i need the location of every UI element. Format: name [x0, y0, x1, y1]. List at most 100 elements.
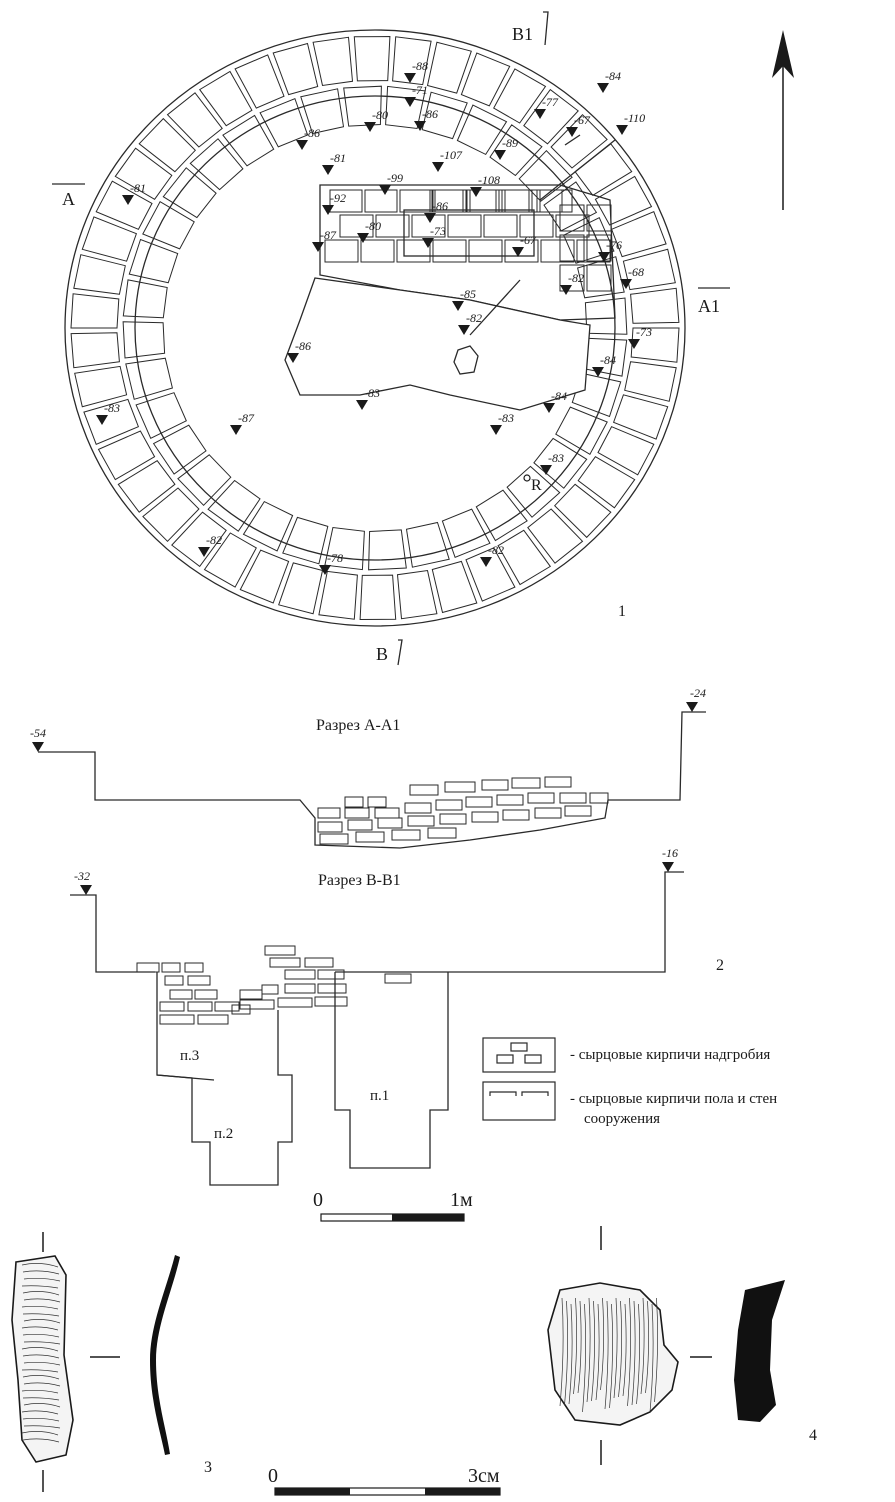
elevation-mark: -86 — [296, 126, 320, 150]
artifact-3-number: 3 — [204, 1459, 212, 1476]
elevation-mark: -82 — [480, 543, 504, 567]
section-label-b1: B1 — [512, 24, 533, 44]
leader-line — [564, 134, 581, 146]
svg-text:-88: -88 — [412, 59, 428, 73]
elevation-mark: -108 — [470, 173, 500, 197]
elevation-mark-bb1-right: -16 — [662, 846, 678, 872]
elevation-mark: -82 — [560, 271, 584, 295]
rock-label: R — [531, 477, 542, 494]
elevation-mark: -67 — [566, 113, 591, 137]
elevation-mark: -92 — [322, 191, 346, 215]
legend-label-floor-bricks-cont: сооружения — [584, 1111, 661, 1127]
svg-text:-83: -83 — [548, 451, 564, 465]
svg-text:-86: -86 — [422, 107, 438, 121]
svg-text:-107: -107 — [440, 148, 463, 162]
elevation-mark: -84 — [597, 69, 621, 93]
tomb-brick-platform — [319, 184, 616, 321]
elevation-mark: -87 — [312, 228, 337, 252]
svg-text:-82: -82 — [206, 533, 222, 547]
svg-text:-85: -85 — [460, 287, 476, 301]
section-a-a1 — [38, 711, 706, 849]
svg-text:-81: -81 — [330, 151, 346, 165]
svg-text:-67: -67 — [520, 233, 537, 247]
svg-text:-83: -83 — [364, 386, 380, 400]
pit-label-3: п.3 — [180, 1048, 199, 1064]
elevation-mark: -81 — [322, 151, 346, 175]
svg-text:-86: -86 — [304, 126, 320, 140]
elevation-mark: -82 — [198, 533, 222, 557]
figure-number-1: 1 — [618, 603, 626, 620]
elevation-mark: -77 — [534, 95, 559, 119]
svg-text:-68: -68 — [628, 265, 644, 279]
artifact-4-number: 4 — [809, 1427, 817, 1444]
elevation-mark: -80 — [364, 108, 388, 132]
section-b-b1-title: Разрез В-В1 — [318, 872, 401, 889]
elevation-mark: -83 — [490, 411, 514, 435]
stone-fragment — [453, 345, 479, 375]
figure-number-2: 2 — [716, 957, 724, 974]
svg-text:-80: -80 — [365, 219, 381, 233]
north-arrow — [772, 30, 794, 210]
elevation-mark: -78 — [319, 551, 343, 575]
scale-1m-start: 0 — [313, 1189, 323, 1211]
svg-text:-87: -87 — [320, 228, 337, 242]
svg-text:-83: -83 — [498, 411, 514, 425]
svg-text:-84: -84 — [600, 353, 616, 367]
svg-text:-67: -67 — [574, 113, 591, 127]
legend-swatch-tomb-bricks — [482, 1037, 556, 1073]
legend-swatch-floor-bricks — [482, 1081, 556, 1121]
artifact-3-profile — [150, 1255, 180, 1455]
elevation-mark: -87 — [230, 411, 255, 435]
svg-text:-82: -82 — [466, 311, 482, 325]
elevation-mark: -83 — [96, 401, 120, 425]
svg-text:-24: -24 — [690, 686, 706, 700]
section-label-a: A — [62, 189, 75, 209]
svg-text:-99: -99 — [387, 171, 403, 185]
elevation-mark: -85 — [452, 287, 476, 311]
section-b-b1 — [70, 871, 684, 1186]
svg-text:-86: -86 — [432, 199, 448, 213]
svg-text:-16: -16 — [662, 846, 678, 860]
section-a-a1-title: Разрез А-А1 — [316, 717, 400, 734]
artifact-4 — [547, 1226, 785, 1465]
svg-text:-92: -92 — [330, 191, 346, 205]
elevation-mark: -86 — [424, 199, 448, 223]
elevation-mark: -84 — [592, 353, 616, 377]
plan-view — [52, 11, 730, 666]
svg-text:-84: -84 — [605, 69, 621, 83]
leader-line — [469, 279, 521, 336]
legend-label-floor-bricks: - сырцовые кирпичи пола и стен — [570, 1091, 778, 1107]
svg-text:-80: -80 — [372, 108, 388, 122]
svg-text:-82: -82 — [488, 543, 504, 557]
elevation-mark-aa1-left: -54 — [30, 726, 46, 752]
artifact-3-front — [11, 1255, 74, 1463]
elevation-mark: -107 — [432, 148, 463, 172]
svg-text:-77: -77 — [542, 95, 559, 109]
elevation-mark-bb1-left: -32 — [74, 869, 92, 895]
elevation-mark: -83 — [356, 386, 380, 410]
legend-label-tomb-bricks: - сырцовые кирпичи надгробия — [570, 1047, 771, 1063]
elevation-mark: -73 — [628, 325, 652, 349]
svg-text:-83: -83 — [104, 401, 120, 415]
svg-text:-87: -87 — [238, 411, 255, 425]
svg-text:-73: -73 — [636, 325, 652, 339]
elevation-mark: -68 — [620, 265, 644, 289]
elevation-mark: -73 — [422, 224, 446, 248]
svg-text:-82: -82 — [568, 271, 584, 285]
elevation-mark: -89 — [494, 136, 518, 160]
elevation-mark: -82 — [458, 311, 482, 335]
pit-1-outline — [334, 972, 449, 1169]
elevation-mark: -76 — [598, 238, 622, 262]
elevation-mark: -67 — [512, 233, 537, 257]
artifact-3 — [11, 1232, 180, 1492]
pit-label-2: п.2 — [214, 1126, 233, 1142]
svg-text:-73: -73 — [430, 224, 446, 238]
pit-3-outline — [156, 972, 293, 1186]
elevation-mark-aa1-right: -24 — [686, 686, 706, 712]
elevation-mark: -99 — [379, 171, 403, 195]
elevation-marks: -88-71-86-80-77-67-84-110-86-81-99-107-8… — [96, 59, 652, 575]
legend — [482, 1037, 556, 1121]
elevation-mark: -81 — [122, 181, 146, 205]
pit-label-1: п.1 — [370, 1088, 389, 1104]
